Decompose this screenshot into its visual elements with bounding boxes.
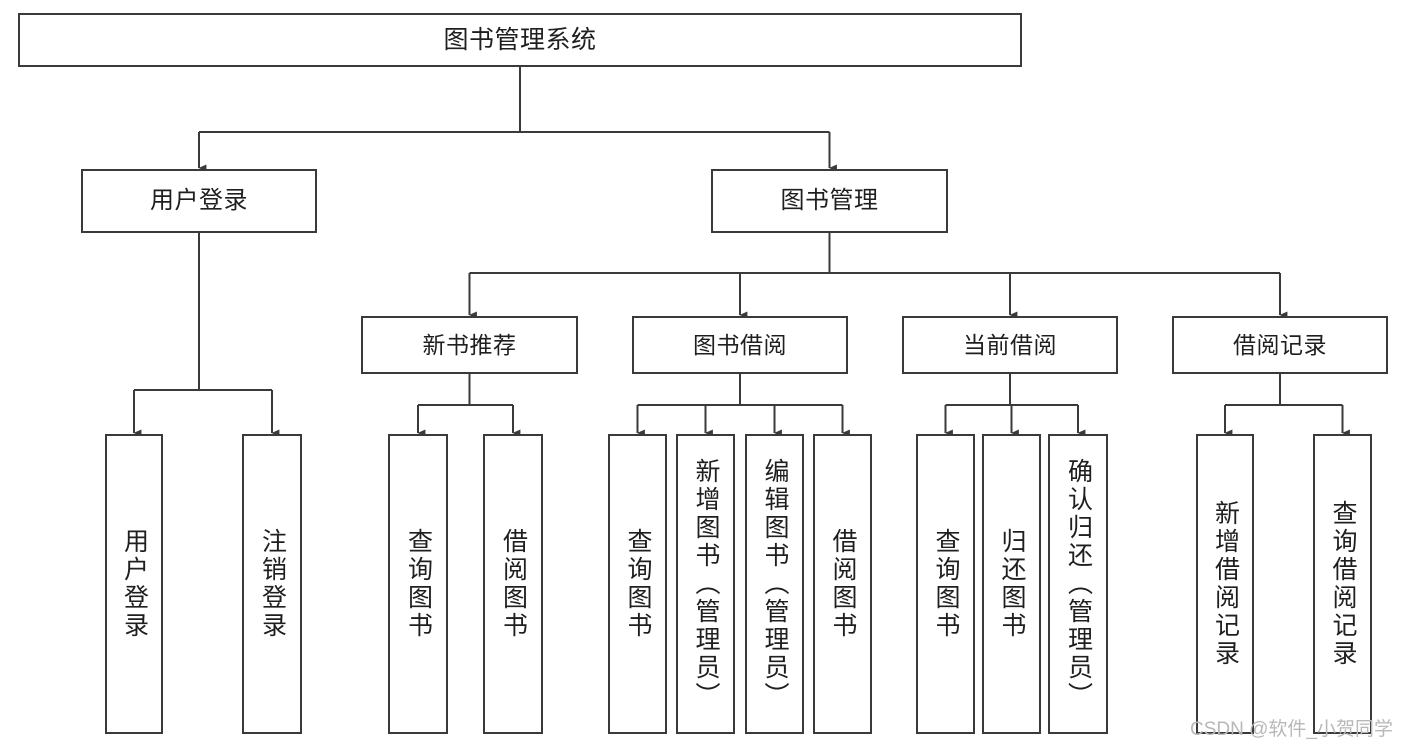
node-l-editbook[interactable]: 编辑图书（管理员）: [745, 434, 804, 734]
node-l-borrow1[interactable]: 借阅图书: [483, 434, 543, 734]
node-l-addbook[interactable]: 新增图书（管理员）: [676, 434, 735, 734]
node-n-current[interactable]: 当前借阅: [902, 316, 1118, 374]
node-l-confirm[interactable]: 确认归还（管理员）: [1048, 434, 1108, 734]
node-l-query3[interactable]: 查询图书: [916, 434, 975, 734]
node-label: 查询图书: [932, 528, 960, 640]
node-label: 当前借阅: [963, 331, 1057, 358]
node-root[interactable]: 图书管理系统: [18, 13, 1022, 67]
node-label: 图书管理: [780, 187, 879, 215]
node-label: 新增借阅记录: [1211, 500, 1240, 668]
node-label: 借阅图书: [499, 528, 528, 640]
node-label: 新增图书（管理员）: [692, 458, 720, 710]
node-label: 确认归还（管理员）: [1064, 458, 1093, 710]
node-n-login[interactable]: 用户登录: [81, 169, 317, 233]
node-label: 查询借阅记录: [1329, 500, 1357, 668]
node-l-borrow2[interactable]: 借阅图书: [813, 434, 872, 734]
node-label: 查询图书: [404, 528, 433, 640]
node-label: 图书借阅: [693, 331, 787, 358]
node-l-query2[interactable]: 查询图书: [608, 434, 667, 734]
node-l-userlogin[interactable]: 用户登录: [105, 434, 163, 734]
node-label: 借阅图书: [829, 528, 857, 640]
node-label: 新书推荐: [422, 331, 517, 358]
node-label: 用户登录: [150, 187, 248, 215]
node-l-return[interactable]: 归还图书: [982, 434, 1041, 734]
node-label: 编辑图书（管理员）: [761, 458, 789, 710]
node-label: 借阅记录: [1233, 331, 1327, 358]
node-label: 图书管理系统: [443, 25, 597, 54]
node-label: 归还图书: [998, 528, 1026, 640]
node-l-logout[interactable]: 注销登录: [242, 434, 302, 734]
node-n-bookmgmt[interactable]: 图书管理: [711, 169, 948, 233]
node-l-queryrec[interactable]: 查询借阅记录: [1313, 434, 1372, 734]
node-l-addrec[interactable]: 新增借阅记录: [1196, 434, 1254, 734]
node-n-newbook[interactable]: 新书推荐: [361, 316, 578, 374]
node-n-borrow[interactable]: 图书借阅: [632, 316, 848, 374]
node-label: 用户登录: [120, 528, 149, 640]
node-label: 注销登录: [258, 528, 287, 640]
node-l-query1[interactable]: 查询图书: [388, 434, 448, 734]
node-n-record[interactable]: 借阅记录: [1172, 316, 1388, 374]
node-label: 查询图书: [624, 528, 652, 640]
